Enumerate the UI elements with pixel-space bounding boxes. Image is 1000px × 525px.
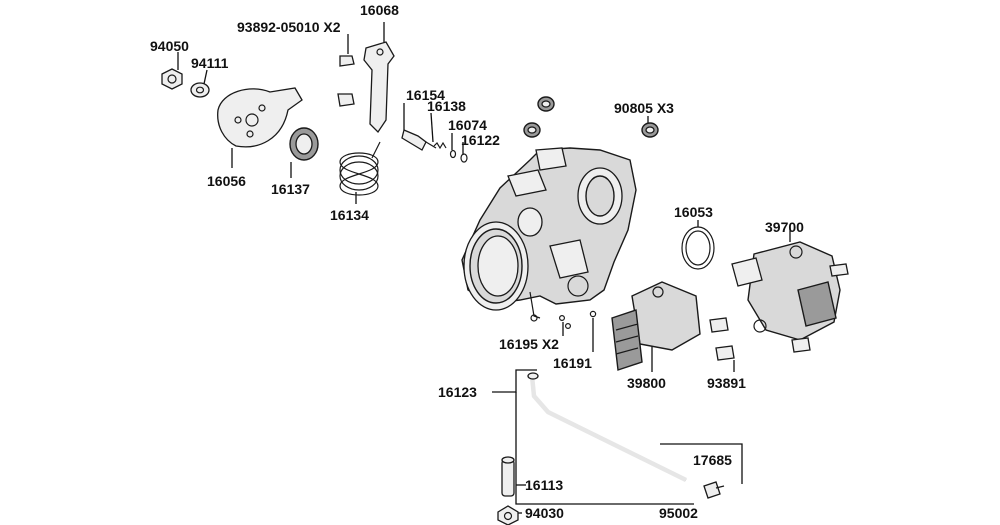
caps-90805 [523,96,659,138]
sensor-39800 [611,281,701,371]
fitting-17685 [703,481,725,499]
label-39800[interactable]: 39800 [627,375,666,391]
label-16123[interactable]: 16123 [438,384,477,400]
label-93892-05010[interactable]: 93892-05010 X2 [237,19,341,35]
label-16053[interactable]: 16053 [674,204,713,220]
nut-94030 [497,505,519,525]
throttle-body [461,147,637,322]
gasket-16053 [681,226,715,270]
pins-16195 [558,315,571,330]
seal-16137 [289,127,319,161]
label-16113[interactable]: 16113 [525,477,564,493]
oring-16074 [449,149,457,159]
washer-94111 [190,82,210,98]
label-16191[interactable]: 16191 [553,355,592,371]
label-39700[interactable]: 39700 [765,219,804,235]
label-16074[interactable]: 16074 [448,117,487,133]
label-94050[interactable]: 94050 [150,38,189,54]
nut-94050 [161,68,183,90]
label-16056[interactable]: 16056 [207,173,246,189]
oring-16122 [460,153,468,163]
throttle-plate-16056 [217,87,303,148]
spring-16138 [433,141,447,150]
label-16154[interactable]: 16154 [406,87,445,103]
actuator-39700 [731,241,841,341]
label-17685[interactable]: 17685 [693,452,732,468]
pipe-16123 [527,372,687,483]
screw-16154 [401,129,437,151]
bolts-93892 [337,55,355,107]
label-90805[interactable]: 90805 X3 [614,100,674,116]
spring-16134 [339,141,381,196]
label-16137[interactable]: 16137 [271,181,310,197]
label-16068[interactable]: 16068 [360,2,399,18]
screws-93891 [709,263,849,361]
label-16195-x2[interactable]: 16195 X2 [499,336,559,352]
lever-bracket-16068 [363,41,395,134]
label-94111[interactable]: 94111 [191,55,229,71]
label-16138[interactable]: 16138 [427,98,466,114]
label-16122[interactable]: 16122 [461,132,500,148]
label-16134[interactable]: 16134 [330,207,369,223]
pin-16191 [589,310,597,318]
label-94030[interactable]: 94030 [525,505,564,521]
label-95002[interactable]: 95002 [659,505,698,521]
leader-lines [177,22,791,514]
label-93891[interactable]: 93891 [707,375,746,391]
pin-16113 [501,456,515,497]
